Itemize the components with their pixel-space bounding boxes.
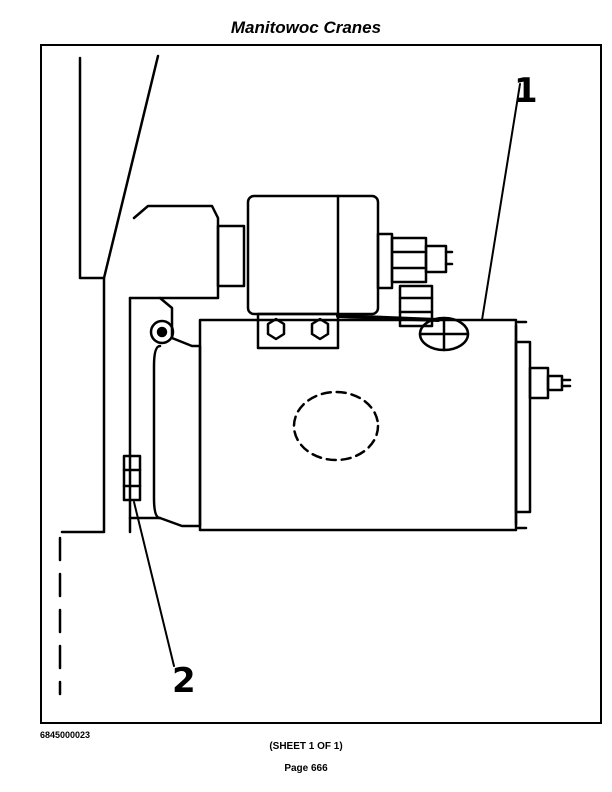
sheet-label: (SHEET 1 OF 1) — [269, 741, 343, 752]
figure-id: 6845000023 — [40, 730, 91, 740]
solenoid-terminal-nut — [390, 236, 428, 284]
solenoid-terminal-stud — [424, 244, 448, 274]
hidden-feature-dashed — [292, 390, 380, 462]
figure-frame: 1 2 — [40, 44, 602, 724]
solenoid-body — [246, 194, 380, 316]
callout-2: 2 — [172, 661, 196, 701]
engine-outline — [60, 56, 106, 534]
housing-pivot-dot — [156, 326, 168, 338]
end-terminal-stud — [546, 374, 564, 392]
drive-housing-curve — [152, 344, 162, 520]
bracket-bolt-right — [310, 317, 330, 341]
housing-pivot-circle — [149, 319, 175, 345]
solenoid-end-cap — [376, 232, 394, 290]
page-header-title: Manitowoc Cranes — [230, 18, 382, 37]
motor-end-cap — [514, 340, 532, 514]
end-terminal-nut — [528, 366, 550, 400]
leader-line-2 — [133, 501, 175, 667]
mounting-bolt-head — [122, 454, 142, 502]
motor-body — [198, 318, 518, 532]
page-number: Page 666 — [284, 763, 328, 774]
drive-housing — [128, 296, 202, 528]
starter-motor-illustration: 1 2 — [58, 54, 572, 701]
solenoid-bracket — [256, 312, 340, 350]
lower-terminal-nut — [398, 284, 434, 328]
callout-1: 1 — [514, 71, 538, 111]
solenoid-nose — [132, 204, 220, 300]
solenoid-collar — [216, 224, 246, 288]
mounting-plate-line — [102, 54, 160, 280]
leader-line-1 — [481, 83, 521, 321]
bracket-bolt-left — [266, 317, 286, 341]
